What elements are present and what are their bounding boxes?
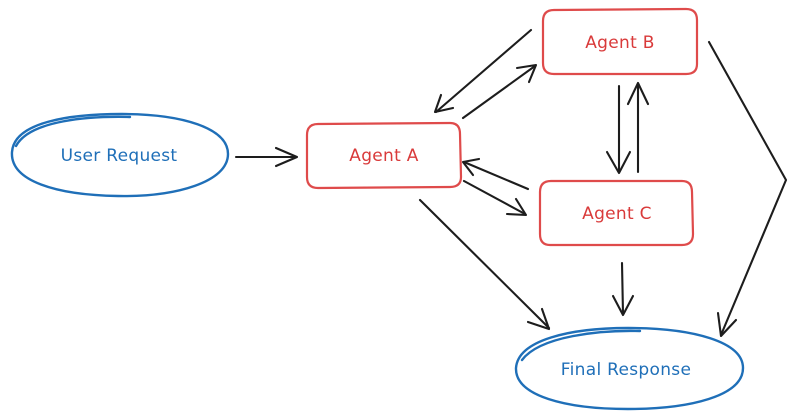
arrow-agent-a-to-agent-b xyxy=(461,63,538,120)
final-response-label: Final Response xyxy=(561,360,691,380)
final-response-node[interactable]: Final Response xyxy=(514,326,745,411)
arrow-agent-c-to-final-response xyxy=(611,261,635,317)
user-request-label: User Request xyxy=(61,146,178,166)
arrow-agent-b-to-agent-c xyxy=(605,84,632,175)
arrow-agent-a-to-agent-c xyxy=(462,179,528,217)
arrow-agent-a-to-final-response xyxy=(418,198,551,331)
agent-b-node[interactable]: Agent B xyxy=(541,7,699,76)
arrow-agent-c-to-agent-a xyxy=(461,157,530,191)
arrow-agent-b-to-agent-a xyxy=(433,28,533,114)
user-request-outline xyxy=(10,112,230,198)
final-response-outline xyxy=(514,326,745,411)
arrow-agent-b-to-final-response xyxy=(707,40,788,338)
agent-a-outline xyxy=(305,121,463,190)
agent-c-outline xyxy=(538,179,695,247)
arrow-agent-c-to-agent-b xyxy=(626,81,650,174)
agent-a-label: Agent A xyxy=(349,146,419,166)
agent-c-label: Agent C xyxy=(582,204,652,224)
user-request-node[interactable]: User Request xyxy=(10,112,230,198)
agent-c-node[interactable]: Agent C xyxy=(538,179,695,247)
agent-b-label: Agent B xyxy=(585,33,655,53)
agent-a-node[interactable]: Agent A xyxy=(305,121,463,190)
agent-b-outline xyxy=(541,7,699,76)
arrow-user-request-to-agent-a xyxy=(234,146,299,168)
